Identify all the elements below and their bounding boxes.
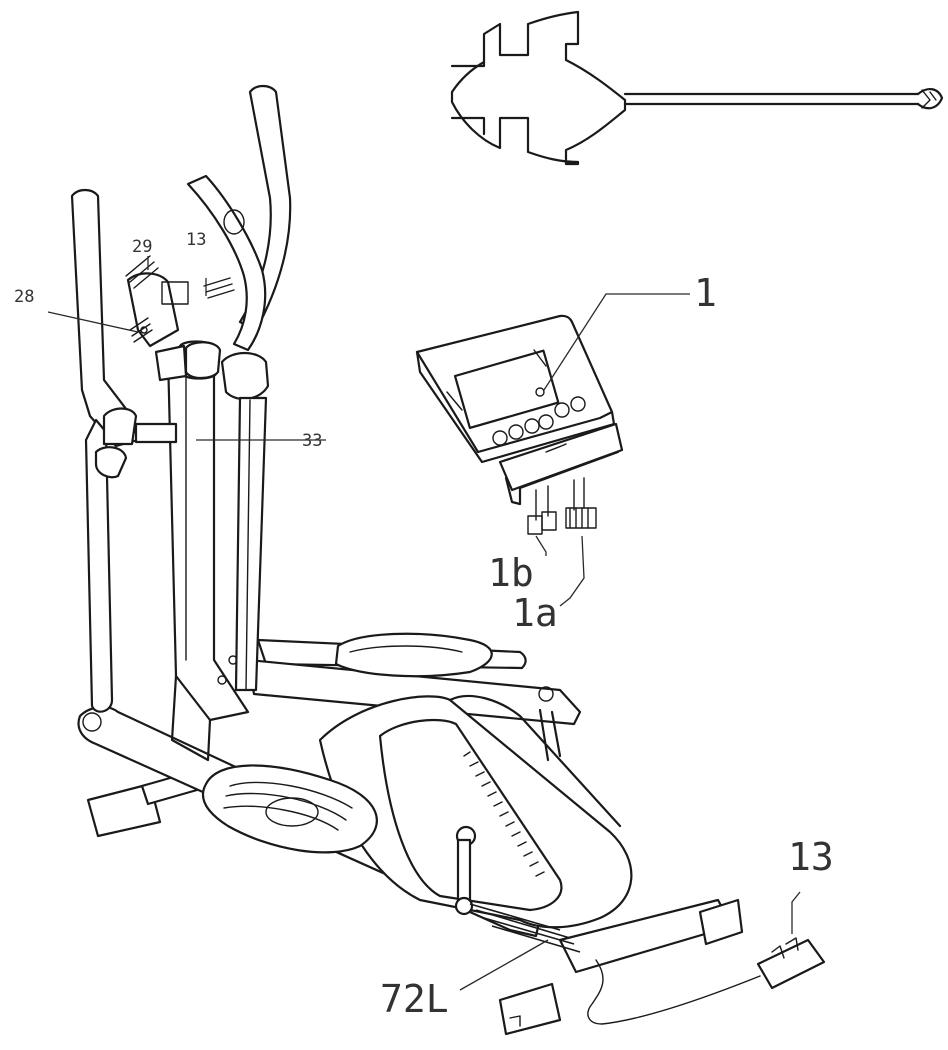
label-part-1: 1 — [694, 271, 717, 315]
elliptical-trainer — [70, 84, 826, 1036]
label-part-29: 29 — [132, 237, 152, 257]
wrench-tool — [450, 10, 944, 166]
vent-slots — [463, 751, 545, 877]
label-part-13-adapter: 13 — [788, 835, 834, 879]
label-part-72l: 72L — [380, 977, 449, 1021]
label-part-28: 28 — [14, 287, 34, 307]
leader-lines — [47, 256, 801, 991]
label-part-33: 33 — [302, 431, 322, 451]
label-part-1b: 1b — [488, 551, 534, 595]
console-buttons — [492, 387, 586, 446]
part-labels: 1 1b 1a 13 72L 13 29 28 33 — [14, 230, 834, 1021]
console-screen — [453, 349, 560, 430]
label-part-13-hardware: 13 — [186, 230, 206, 250]
console-unit — [415, 314, 624, 535]
power-adapter — [587, 937, 826, 1025]
label-part-1a: 1a — [512, 591, 558, 635]
